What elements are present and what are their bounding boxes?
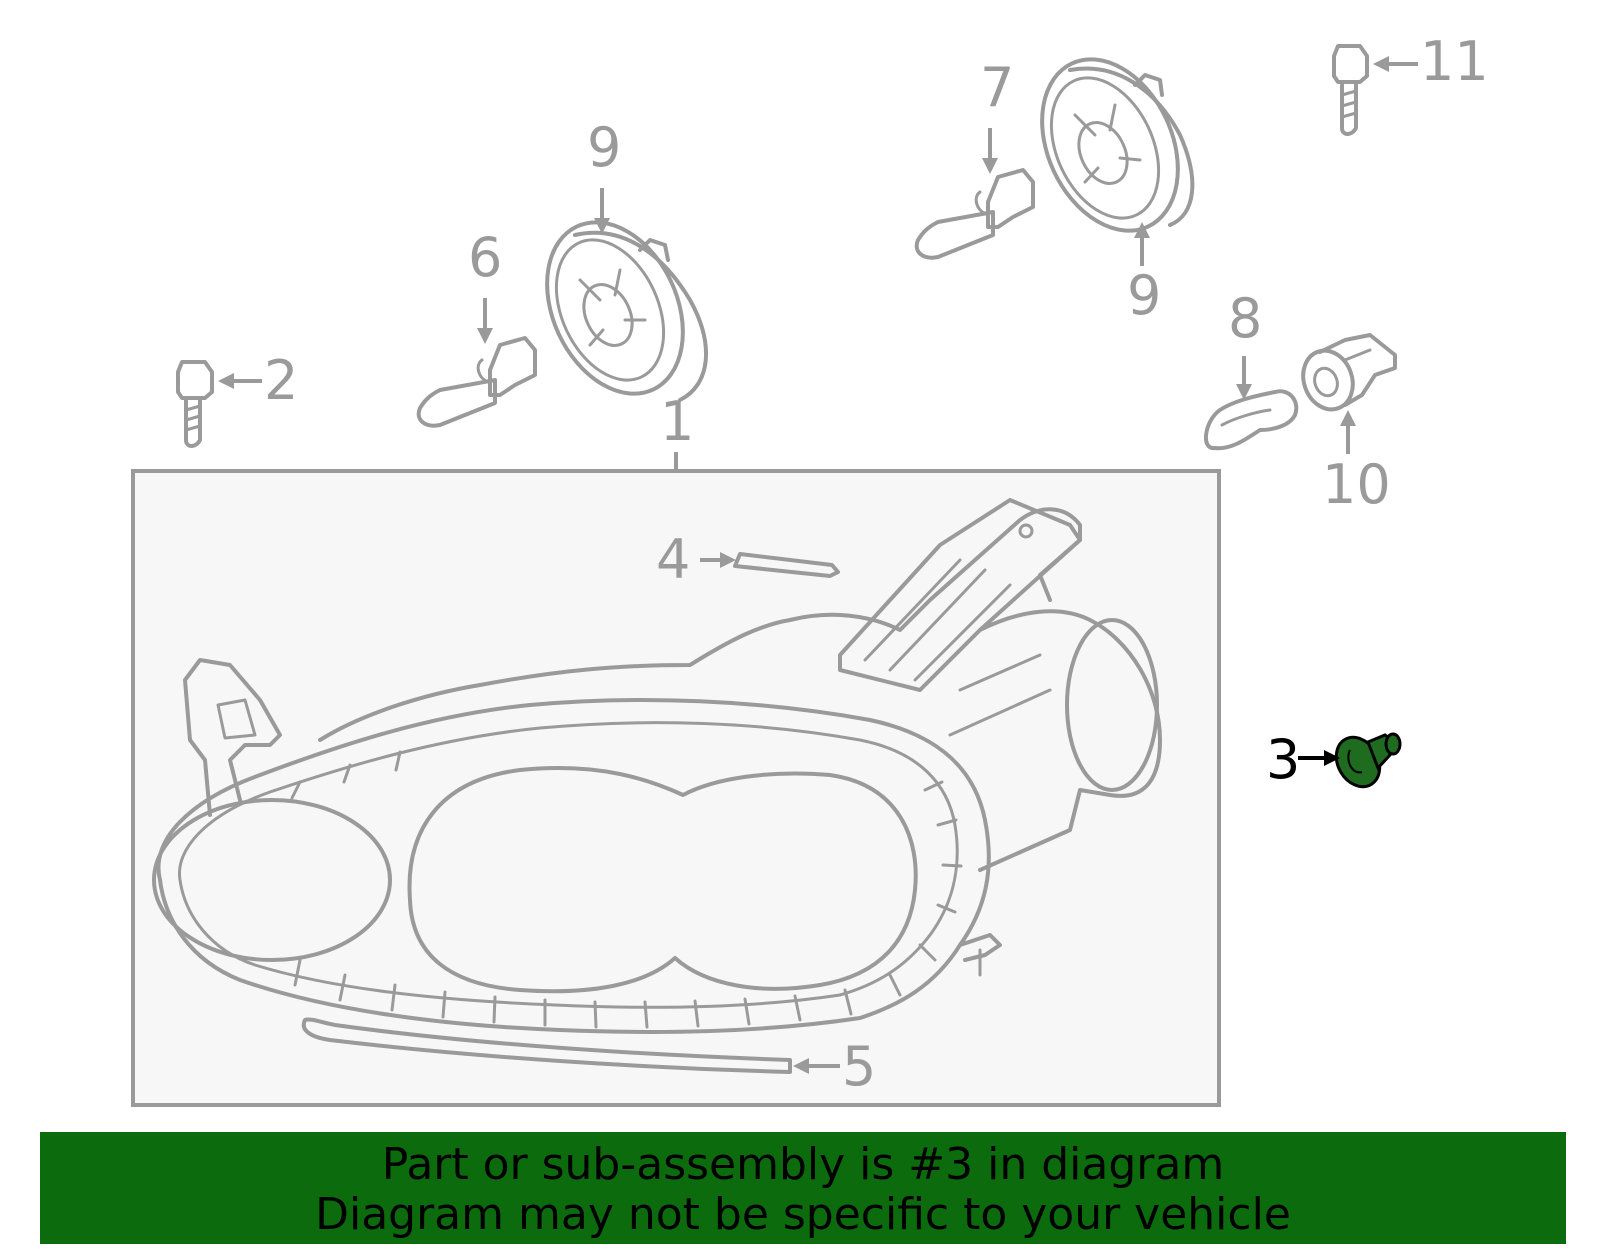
headlamp-housing-drawing bbox=[152, 498, 1162, 1034]
part-10-socket-icon bbox=[1301, 333, 1397, 454]
callout-7: 7 bbox=[980, 56, 1014, 119]
callout-1: 1 bbox=[660, 390, 694, 453]
part-3-screw-highlighted-icon bbox=[1298, 732, 1402, 789]
info-banner: Part or sub-assembly is #3 in diagram Di… bbox=[40, 1132, 1566, 1244]
callout-8: 8 bbox=[1228, 287, 1262, 350]
part-7-bulb-icon bbox=[914, 128, 1035, 260]
parts-diagram: 1 2 3 4 5 6 7 8 9 9 10 11 bbox=[131, 30, 1489, 1107]
callout-5: 5 bbox=[842, 1035, 876, 1098]
part-11-bolt-icon bbox=[1332, 44, 1418, 136]
callout-10: 10 bbox=[1322, 453, 1391, 516]
part-2-bolt-icon bbox=[176, 360, 262, 448]
callout-6: 6 bbox=[468, 226, 502, 289]
part-6-bulb-icon bbox=[416, 298, 537, 428]
callout-9-right: 9 bbox=[1127, 264, 1161, 327]
callout-3-highlighted: 3 bbox=[1266, 728, 1300, 791]
callout-11: 11 bbox=[1420, 30, 1489, 93]
banner-line-1: Part or sub-assembly is #3 in diagram bbox=[381, 1139, 1225, 1190]
callout-4: 4 bbox=[656, 528, 690, 591]
banner-line-2: Diagram may not be specific to your vehi… bbox=[315, 1189, 1291, 1240]
part-9-socket-right-icon bbox=[1040, 57, 1195, 266]
part-9-socket-left-icon bbox=[545, 188, 708, 402]
part-8-bulb-icon bbox=[1204, 356, 1299, 451]
part-4-trim-strip bbox=[700, 552, 840, 578]
part-5-lower-strip bbox=[301, 1017, 840, 1074]
callout-9-left: 9 bbox=[587, 116, 621, 179]
callout-2: 2 bbox=[264, 349, 298, 412]
